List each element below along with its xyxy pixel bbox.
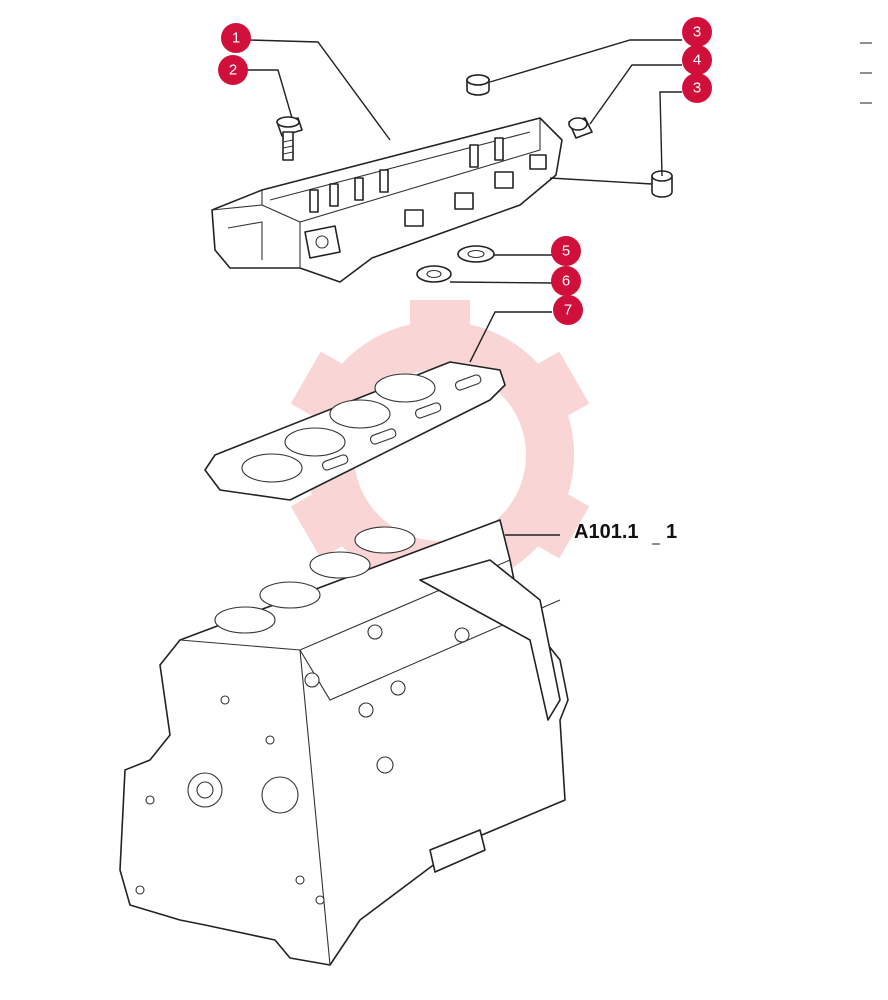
head-gasket[interactable] [204, 361, 506, 501]
washer-5[interactable] [457, 245, 495, 263]
callout-7[interactable]: 7 [553, 295, 583, 325]
margin-marks [860, 42, 872, 104]
washer-6[interactable] [416, 265, 452, 283]
callout-4[interactable]: 4 [682, 45, 712, 75]
callout-label: 3 [693, 24, 701, 41]
gasket-slots [321, 374, 482, 471]
head-studs [309, 137, 504, 213]
block-front-holes [135, 695, 325, 905]
leader-lines [246, 39, 682, 536]
callout-3-right[interactable]: 3 [682, 73, 712, 103]
callout-5[interactable]: 5 [551, 236, 581, 266]
reference-number: 1 [666, 521, 677, 543]
head-bolt[interactable] [276, 116, 303, 161]
callout-label: 2 [229, 62, 237, 79]
callout-label: 5 [562, 243, 570, 260]
plug-mid[interactable] [568, 117, 593, 139]
reference-label[interactable]: A101.1 1 [574, 521, 677, 545]
block-bores [214, 526, 416, 634]
cylinder-head[interactable] [211, 117, 563, 283]
head-flange [304, 225, 341, 259]
callout-label: 6 [562, 273, 570, 290]
head-ports [404, 154, 547, 227]
block-oil-rail [419, 559, 561, 873]
callout-label: 7 [564, 302, 572, 319]
callout-3-top[interactable]: 3 [682, 17, 712, 47]
plug-top[interactable] [466, 74, 490, 96]
callout-6[interactable]: 6 [551, 266, 581, 296]
callout-label: 3 [693, 80, 701, 97]
callout-1[interactable]: 1 [221, 23, 251, 53]
reference-code: A101.1 [574, 521, 639, 543]
callout-2[interactable]: 2 [218, 55, 248, 85]
callout-label: 4 [693, 52, 701, 69]
callout-label: 1 [232, 30, 240, 47]
gasket-bores [241, 373, 436, 483]
block-side-studs [304, 624, 470, 774]
engine-block[interactable] [119, 519, 569, 966]
